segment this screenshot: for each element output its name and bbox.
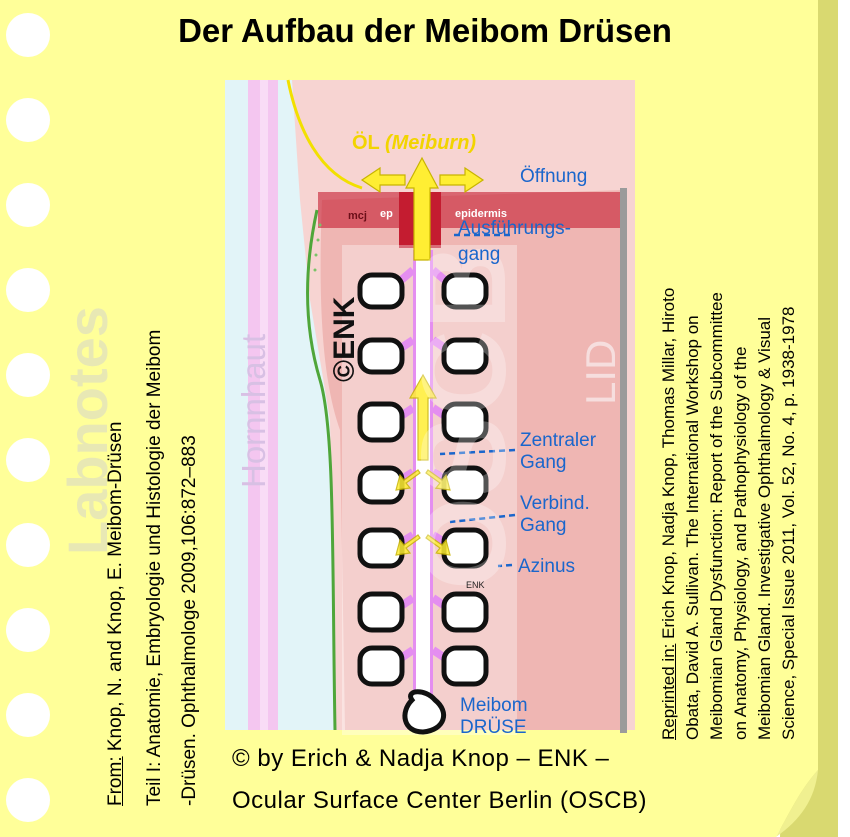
watermark-enk-small: ENK [466, 580, 485, 590]
epidermis-label: epidermis [455, 208, 507, 220]
mcj-label: mcj [348, 210, 367, 222]
acinus-row [357, 465, 489, 505]
meibom-druese-line1: Meibom [460, 695, 528, 716]
pointer-azinus [497, 563, 513, 568]
watermark-copyright-enk: ©ENK [328, 296, 361, 382]
ausfuehrungsgang-line2: gang [458, 244, 501, 265]
acinus [441, 645, 489, 687]
conjunctiva-dot [318, 223, 322, 227]
reference-line3: Meibomian Gland Dysfunction: Report of t… [707, 292, 726, 740]
acinus [357, 337, 405, 375]
binder-hole [6, 693, 50, 737]
reference-line1-text: Erich Knop, Nadja Knop, Thomas Millar, H… [659, 287, 678, 644]
credit-line1: © by Erich & Nadja Knop – ENK – [232, 745, 610, 772]
acinus-row [357, 645, 489, 687]
binder-hole [6, 183, 50, 227]
azinus-label: Azinus [518, 556, 576, 577]
oil-arrow-main [405, 156, 439, 261]
page-curl [776, 770, 818, 837]
verbind-gang-label: Verbind. Gang [520, 493, 590, 537]
binder-hole [6, 353, 50, 397]
reference-line4: on Anatomy, Physiology, and Pathophysiol… [731, 346, 750, 740]
central-duct [416, 250, 430, 700]
source-citation-line1: From: Knop, N. and Knop, E. Meibom-Drüse… [105, 422, 127, 806]
oil-arrow-branch [395, 534, 421, 556]
acinus [357, 401, 405, 443]
source-label: From: [105, 756, 126, 806]
oel-text: ÖL [352, 132, 380, 154]
binder-hole [6, 438, 50, 482]
zentraler-gang-line2: Gang [520, 452, 567, 473]
watermark-oscb: OSCB [397, 243, 531, 590]
conjunctiva-dot [316, 238, 320, 242]
zentraler-gang-label: Zentraler Gang [520, 430, 596, 474]
acinus [357, 645, 405, 687]
binder-hole [6, 98, 50, 142]
conjunctiva-line [306, 209, 337, 731]
acinus-row [357, 401, 489, 443]
oel-label: ÖL (Meiburn) [352, 132, 476, 154]
terminal-acinus [402, 689, 447, 735]
verbind-gang-line2: Gang [520, 515, 567, 536]
ep-label: ep [380, 208, 393, 220]
lid-margin-dark [318, 192, 620, 228]
acinus-row [357, 591, 489, 633]
ausfuehrungsgang-label: Ausführungs- gang [458, 216, 571, 268]
acinus-row [357, 527, 489, 569]
oeffnung-label: Öffnung [520, 166, 588, 187]
conjunctiva-dots [313, 223, 322, 272]
verbind-gang-line1: Verbind. [520, 493, 590, 514]
oil-arrow-right [439, 166, 485, 194]
oil-arrow-left [360, 166, 406, 194]
meibom-druese-label: Meibom DRÜSE [460, 695, 528, 739]
label-pointers [439, 233, 516, 568]
page-title: Der Aufbau der Meibom Drüsen [178, 12, 672, 49]
reference-line5: Meibomian Gland. Investigative Ophthalmo… [755, 316, 774, 740]
acinus-row [357, 266, 489, 310]
binder-hole [6, 268, 50, 312]
lid-label: LID [577, 339, 624, 405]
source-citation-line3: -Drüsen. Ophthalmologe 2009,106:872–883 [179, 435, 200, 806]
meiburn-text: (Meiburn) [384, 132, 477, 154]
credit-line2: Ocular Surface Center Berlin (OSCB) [232, 787, 647, 814]
lid-border-grey [620, 188, 627, 733]
zentraler-gang-line1: Zentraler [520, 430, 597, 451]
cornea-label: Hornnhaut [235, 333, 272, 488]
acinus [441, 337, 489, 375]
acinus [441, 591, 489, 633]
binder-hole [6, 13, 50, 57]
acinus [441, 401, 489, 443]
oil-arrow-central [408, 373, 438, 461]
binder-hole [6, 523, 50, 567]
conjunctiva-dot [313, 268, 317, 272]
oil-arrow-branch [395, 469, 421, 491]
acinus [357, 272, 405, 310]
ausfuehrungsgang-line1: Ausführungs- [458, 218, 572, 239]
reference-line6: Science, Special Issue 2011, Vol. 52, No… [779, 306, 798, 740]
reference-label: Reprinted in: [659, 643, 678, 740]
acinus-row [357, 336, 489, 375]
pointer-zentraler-gang [439, 448, 516, 456]
reference-line1: Reprinted in: Erich Knop, Nadja Knop, Th… [659, 288, 679, 740]
binder-hole [6, 778, 50, 822]
binder-holes [6, 13, 50, 822]
acinus [357, 591, 405, 633]
acinus [441, 272, 489, 310]
acini [357, 266, 489, 735]
conjunctiva-dot [314, 253, 318, 257]
binder-hole [6, 608, 50, 652]
meibom-druese-line2: DRÜSE [460, 717, 527, 738]
source-line1-text: Knop, N. and Knop, E. Meibom-Drüsen [105, 421, 126, 757]
tear-film-line [286, 79, 363, 190]
pointer-verbind-gang [449, 513, 516, 524]
cornea-band-inner [260, 80, 268, 730]
oil-arrow-branch [425, 534, 451, 556]
oil-arrow-branch [425, 469, 451, 491]
source-citation-line2: Teil I: Anatomie, Embryologie und Histol… [144, 329, 165, 806]
oil-arrows [360, 156, 485, 556]
reference-line2: Obata, David A. Sullivan. The Internatio… [683, 315, 702, 740]
